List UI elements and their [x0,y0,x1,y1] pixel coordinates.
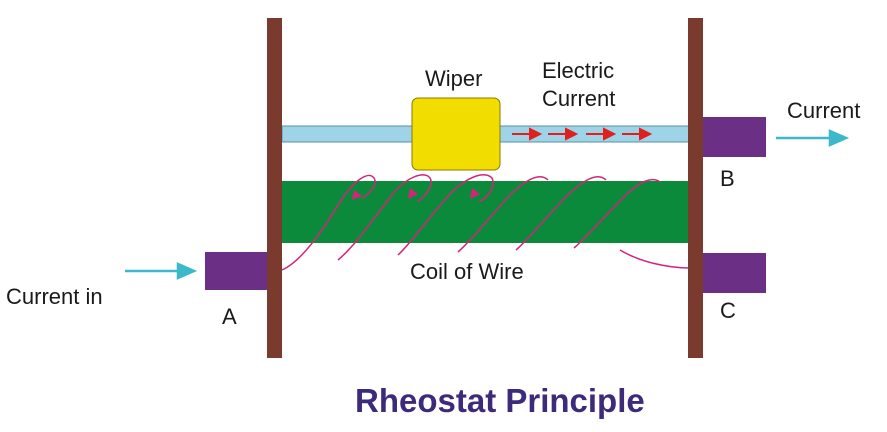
left-post [267,18,282,358]
terminal-b-label: B [720,166,735,191]
terminal-a-block [205,252,267,290]
current-out-label: Current [787,98,860,123]
electric-current-arrows [512,127,653,141]
terminal-c-block [702,253,766,293]
coil-bar [282,181,690,243]
current-out-arrow [776,129,850,147]
wiper-label: Wiper [425,66,482,91]
electric-current-label-line1: Electric [542,58,614,83]
terminal-a-label: A [222,304,237,329]
coil-wire [281,174,691,271]
current-in-arrow [125,262,198,280]
right-post [688,18,703,358]
wiper-block [411,97,501,171]
terminal-c-label: C [720,298,736,323]
terminal-b-block [702,117,766,157]
coil-of-wire-label: Coil of Wire [410,259,524,284]
electric-current-label-line2: Current [542,86,615,111]
current-in-label: Current in [6,284,103,309]
diagram-title: Rheostat Principle [355,382,645,419]
coil-wire-arrowheads [352,188,480,200]
